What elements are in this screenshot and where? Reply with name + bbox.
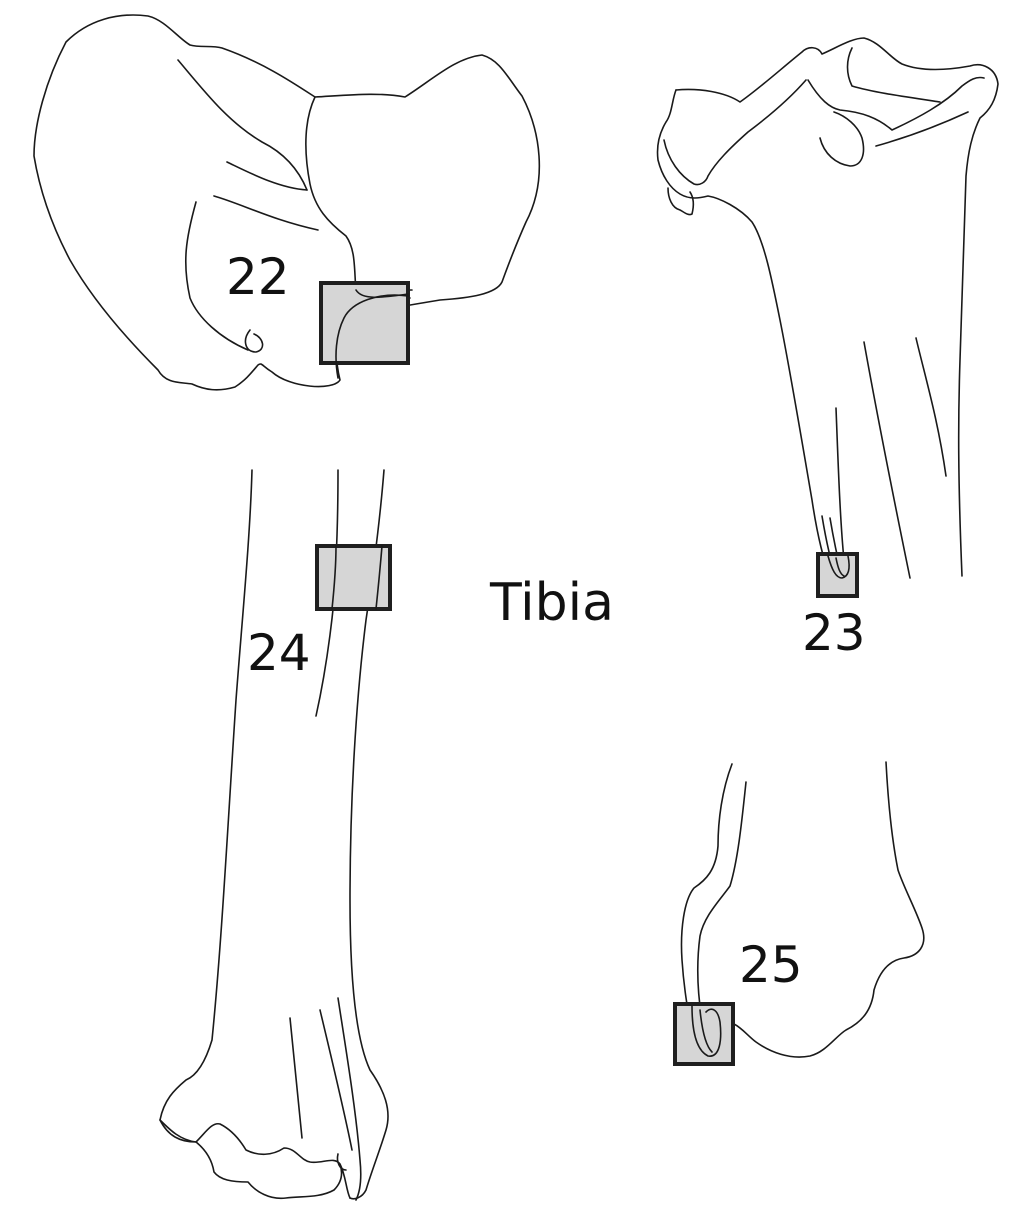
lateral-shaft-line-2 [915,337,947,477]
shaft-distal-line-3 [337,997,362,1201]
proximal-line-1 [177,59,308,191]
distal-right-outline [733,761,925,1058]
lateral-line-3 [846,47,941,103]
overlay-22-curve [335,294,409,379]
overlay-lines [331,289,850,1057]
lateral-loop [819,111,865,167]
proximal-line-2 [305,96,357,291]
shaft-distal-outline [159,1119,351,1200]
shaft-distal-line-2 [319,1009,353,1151]
lateral-line-1 [663,79,807,186]
proximal-articular-view [33,14,541,391]
lateral-shaft-line-1 [863,341,911,579]
label-23: 23 [802,604,866,662]
label-25: 25 [739,936,803,994]
lateral-line-2 [807,76,985,131]
shaft-view [159,469,389,1201]
proximal-lateral-view [656,37,999,579]
shaft-left-edge [159,469,253,1143]
label-24: 24 [247,624,311,682]
labels: 22 23 24 25 Tibia [226,248,866,994]
overlay-24-line [331,545,337,610]
shaft-distal-tab [336,1153,347,1171]
lateral-line-4 [875,111,969,147]
lateral-outline-front [656,89,831,579]
overlay-22-top [355,289,409,299]
proximal-line-3 [226,161,308,191]
lateral-shaft-line-3 [835,407,845,561]
overlay-24-edge [375,545,383,610]
overlay-23-lines [827,555,850,579]
proximal-notch [244,329,264,353]
overlay-25-loop [691,1005,722,1057]
shaft-right-edge [349,469,389,1200]
proximal-outline [33,14,541,391]
proximal-line-5 [184,201,249,351]
lateral-outline [675,37,999,577]
diagram-title: Tibia [489,573,614,633]
lateral-tab [667,187,695,216]
proximal-line-4 [213,195,319,231]
label-22: 22 [226,248,290,306]
shaft-distal-line-1 [289,1017,303,1139]
